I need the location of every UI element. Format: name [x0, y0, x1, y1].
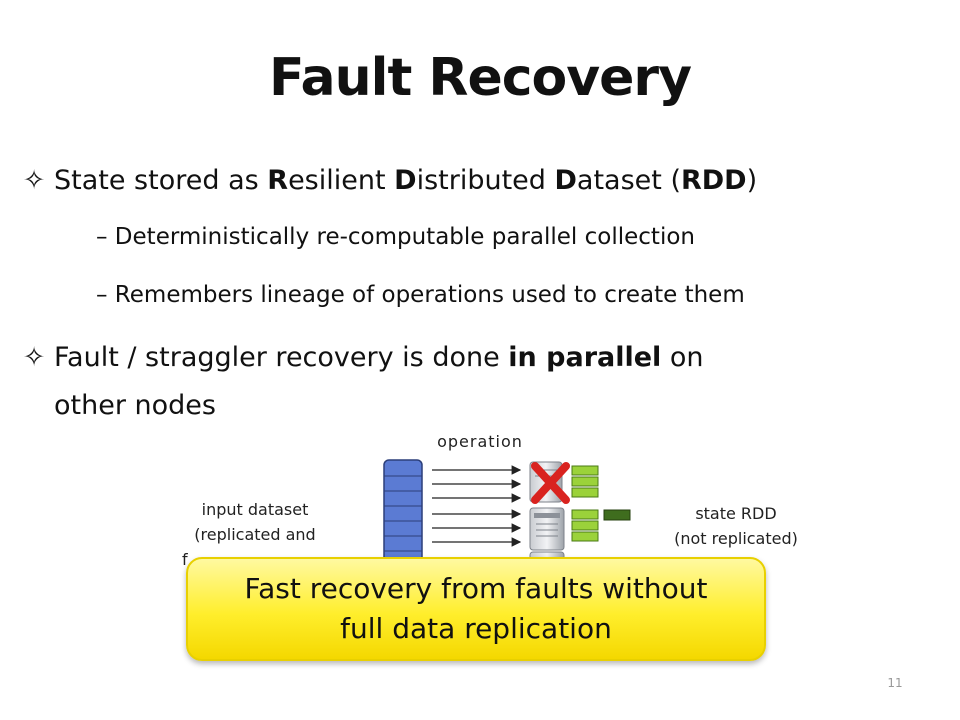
operation-arrows: [432, 465, 522, 547]
bullet-fault-recovery: ✧Fault / straggler recovery is done in p…: [14, 340, 704, 376]
operation-label: operation: [437, 432, 523, 451]
page-number: 11: [887, 676, 903, 690]
sub-bullet-lineage: – Remembers lineage of operations used t…: [96, 282, 745, 308]
state-rdd-label: state RDD (not replicated): [674, 504, 798, 548]
lineage-partition: [603, 509, 631, 521]
state-rdd-partitions: [571, 465, 631, 542]
bullet-fault-recovery-line2: other nodes: [54, 390, 216, 421]
slide-title: Fault Recovery: [269, 48, 692, 108]
sub-bullet-deterministic: – Deterministically re-computable parall…: [96, 224, 695, 250]
failure-x-icon: [531, 462, 570, 504]
state-partition: [571, 531, 599, 542]
state-partition: [571, 487, 599, 498]
server-icon: [529, 507, 565, 551]
state-partition: [571, 476, 599, 487]
bullet-rdd: ✧State stored as Resilient Distributed D…: [14, 163, 757, 199]
input-dataset-label: input dataset (replicated and f: [182, 500, 316, 569]
state-partition: [571, 465, 599, 476]
callout-box: Fast recovery from faults without full d…: [186, 557, 766, 661]
state-partition: [571, 520, 599, 531]
star-bullet-icon: ✧: [22, 342, 46, 373]
input-dataset-stack: [383, 459, 423, 571]
star-bullet-icon: ✧: [22, 165, 46, 196]
state-partition: [571, 509, 599, 520]
callout-text: Fast recovery from faults without full d…: [244, 572, 708, 645]
